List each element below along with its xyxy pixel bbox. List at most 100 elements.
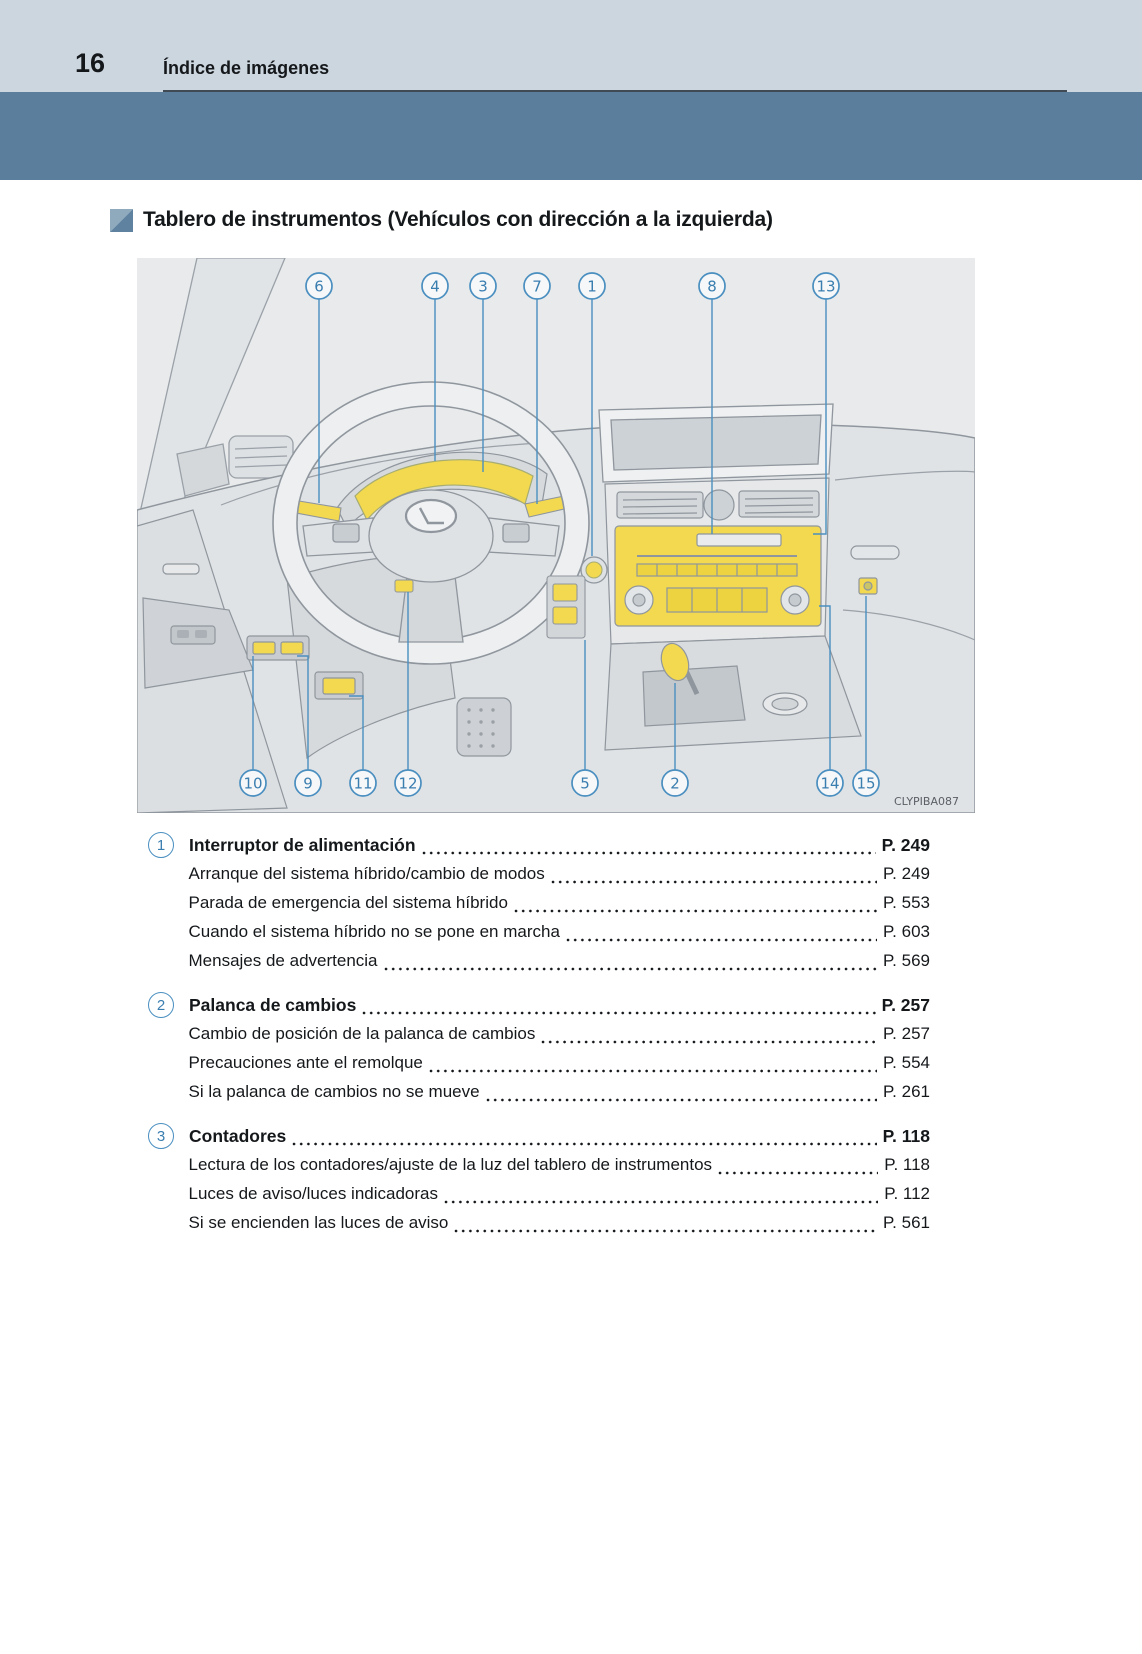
lexus-emblem-l bbox=[418, 507, 444, 525]
index-sub-row: Si se encienden las luces de aviso P. 56… bbox=[148, 1209, 930, 1237]
pedal bbox=[456, 697, 512, 757]
dot-leader bbox=[718, 1171, 879, 1175]
dot-leader bbox=[513, 909, 878, 913]
center-display bbox=[598, 403, 834, 483]
dot-leader bbox=[550, 880, 878, 884]
callout-9-label: 9 bbox=[303, 775, 313, 793]
dash-switch-stack bbox=[546, 575, 586, 639]
sub-title: Cambio de posición de la palanca de camb… bbox=[188, 1024, 536, 1043]
index-entry-3: 3 Contadores P. 118 Lectura de los conta… bbox=[148, 1122, 930, 1237]
callout-11-label: 11 bbox=[353, 775, 372, 793]
entry-page-ref: P. 118 bbox=[882, 1126, 930, 1146]
page-header: 16 Índice de imágenes bbox=[0, 0, 1142, 180]
center-stack bbox=[604, 477, 830, 645]
section-bullet-icon bbox=[110, 208, 133, 232]
leader-lines bbox=[252, 299, 867, 770]
dot-leader bbox=[443, 1200, 879, 1204]
page-number: 16 bbox=[75, 48, 106, 78]
header-rule: Índice de imágenes bbox=[163, 58, 1067, 92]
sub-title: Si la palanca de cambios no se mueve bbox=[188, 1082, 480, 1101]
entry-page-ref: P. 249 bbox=[881, 835, 930, 855]
callout-6 bbox=[305, 272, 333, 300]
center-vent-right bbox=[738, 490, 820, 518]
index-sub-row: Si la palanca de cambios no se mueve P. … bbox=[148, 1078, 930, 1106]
lexus-emblem bbox=[404, 498, 458, 534]
spoke-buttons-left bbox=[332, 523, 360, 543]
leader-line-13 bbox=[813, 299, 827, 535]
callout-15-label: 15 bbox=[856, 775, 875, 793]
analog-clock bbox=[703, 489, 735, 521]
callout-1-label: 1 bbox=[587, 278, 597, 296]
callouts-top: 6 4 3 7 1 8 13 bbox=[305, 272, 840, 300]
callout-8 bbox=[698, 272, 726, 300]
entry-title: Interruptor de alimentación bbox=[189, 835, 416, 855]
dashboard-diagram: 6 4 3 7 1 8 13 10 9 11 bbox=[136, 257, 976, 814]
callout-14 bbox=[816, 769, 844, 797]
callout-2-label: 2 bbox=[670, 775, 680, 793]
callout-6-label: 6 bbox=[314, 278, 324, 296]
switch-highlight-5b bbox=[552, 606, 578, 625]
callout-12-label: 12 bbox=[398, 775, 417, 793]
callout-5-label: 5 bbox=[580, 775, 590, 793]
dot-leader bbox=[421, 851, 876, 855]
passenger-side bbox=[850, 545, 900, 595]
callout-9 bbox=[294, 769, 322, 797]
callout-8-label: 8 bbox=[707, 278, 717, 296]
callout-4 bbox=[421, 272, 449, 300]
index-sub-row: Cambio de posición de la palanca de camb… bbox=[148, 1020, 930, 1048]
steering-wheel-rim bbox=[272, 381, 590, 665]
index-entry-2: 2 Palanca de cambios P. 257 Cambio de po… bbox=[148, 991, 930, 1106]
entry-title: Palanca de cambios bbox=[189, 995, 357, 1015]
dash-contour-line bbox=[220, 441, 558, 506]
entry-title: Contadores bbox=[189, 1126, 287, 1146]
sub-page-ref: P. 553 bbox=[883, 893, 930, 912]
wheel-hub bbox=[368, 489, 494, 583]
sub-title: Lectura de los contadores/ajuste de la l… bbox=[188, 1155, 713, 1174]
door-handle-right bbox=[850, 545, 900, 560]
index-sub-row: Mensajes de advertencia P. 569 bbox=[148, 947, 930, 975]
leader-line-11 bbox=[349, 695, 364, 770]
display-screen bbox=[610, 414, 822, 471]
sub-page-ref: P. 554 bbox=[883, 1053, 930, 1072]
sub-page-ref: P. 261 bbox=[883, 1082, 930, 1101]
dot-leader bbox=[292, 1142, 877, 1146]
sub-title: Arranque del sistema híbrido/cambio de m… bbox=[188, 864, 545, 883]
header-title: Índice de imágenes bbox=[163, 58, 330, 78]
entry-page-ref: P. 257 bbox=[881, 995, 930, 1015]
sub-page-ref: P. 249 bbox=[883, 864, 930, 883]
index-entry-title-row: 2 Palanca de cambios P. 257 bbox=[148, 991, 930, 1019]
callout-4-label: 4 bbox=[430, 278, 440, 296]
sub-page-ref: P. 112 bbox=[884, 1184, 930, 1203]
dot-leader bbox=[454, 1229, 878, 1233]
switch-highlight-10 bbox=[252, 641, 276, 655]
driver-door bbox=[136, 509, 288, 814]
callout-3 bbox=[469, 272, 497, 300]
leader-line-14 bbox=[819, 605, 831, 770]
switch-highlight-11 bbox=[322, 677, 356, 695]
callout-3-label: 3 bbox=[478, 278, 488, 296]
callout-12 bbox=[394, 769, 422, 797]
shift-gate bbox=[642, 665, 746, 727]
dashboard-illustration: 6 4 3 7 1 8 13 10 9 11 bbox=[136, 257, 976, 814]
dot-leader bbox=[485, 1098, 878, 1102]
sub-title: Si se encienden las luces de aviso bbox=[188, 1213, 449, 1232]
header-light-band: 16 Índice de imágenes bbox=[0, 0, 1142, 92]
mirror-control bbox=[176, 443, 230, 497]
shift-knob-highlight bbox=[660, 642, 690, 682]
callout-10 bbox=[239, 769, 267, 797]
callout-15 bbox=[852, 769, 880, 797]
index-entry-title-row: 1 Interruptor de alimentación P. 249 bbox=[148, 831, 930, 859]
panel-slot bbox=[696, 533, 782, 547]
sub-title: Cuando el sistema híbrido no se pone en … bbox=[188, 922, 560, 941]
dot-leader bbox=[541, 1040, 878, 1044]
sub-page-ref: P. 118 bbox=[884, 1155, 930, 1174]
pedal-area bbox=[456, 697, 512, 757]
index-sub-row: Lectura de los contadores/ajuste de la l… bbox=[148, 1151, 930, 1179]
power-switch-highlight bbox=[585, 561, 603, 579]
sub-page-ref: P. 569 bbox=[883, 951, 930, 970]
callouts-bottom: 10 9 11 12 5 2 14 15 bbox=[239, 769, 880, 797]
callout-1 bbox=[578, 272, 606, 300]
callout-7 bbox=[523, 272, 551, 300]
section-head: Tablero de instrumentos (Vehículos con d… bbox=[110, 208, 1082, 232]
index-sub-row: Arranque del sistema híbrido/cambio de m… bbox=[148, 860, 930, 888]
